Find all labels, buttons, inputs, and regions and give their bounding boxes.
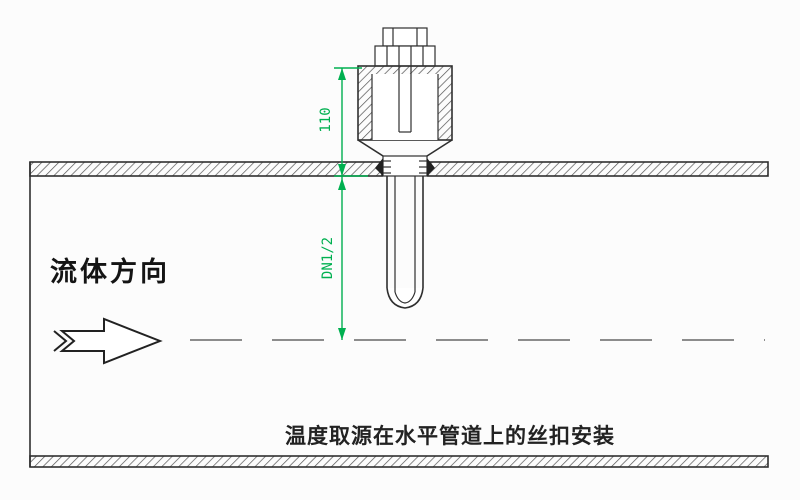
- drawing-caption: 温度取源在水平管道上的丝扣安装: [285, 424, 615, 448]
- dimension-label-nominal-diameter: DN1/2: [320, 236, 336, 280]
- flow-direction-label: 流体方向: [50, 257, 170, 288]
- pipe-top-wall: [29, 161, 769, 177]
- flow-direction-arrow: [53, 317, 163, 365]
- dimension-label-insertion-depth: 110: [318, 107, 334, 133]
- dimension-lines: [334, 67, 368, 340]
- thermowell-fitting: [357, 27, 453, 309]
- pipe-bottom-wall: [29, 455, 769, 468]
